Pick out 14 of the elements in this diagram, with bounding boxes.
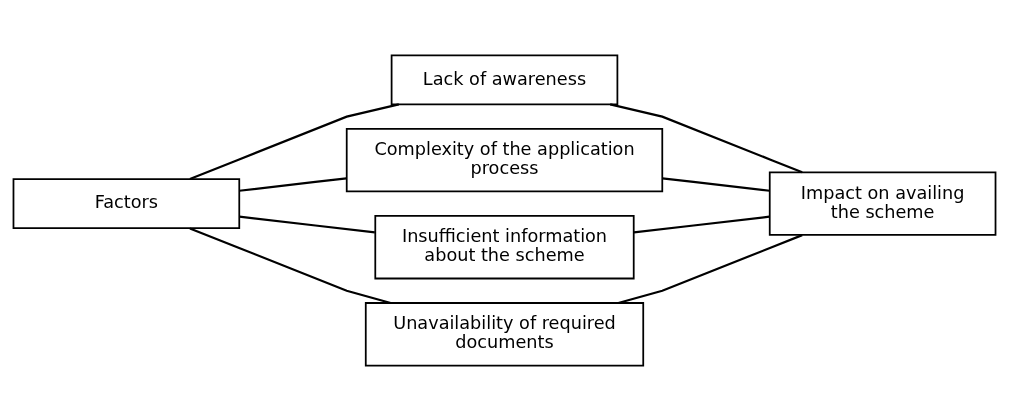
node-box: Insufficient information about the scheme: [374, 214, 635, 279]
connector: [239, 176, 347, 192]
node-box: Unavailability of required documents: [364, 301, 645, 366]
connector: [633, 215, 770, 233]
node-box: Lack of awareness: [390, 54, 619, 105]
connector: [609, 102, 803, 173]
connector: [618, 233, 803, 304]
node-box: Impact on availing the scheme: [768, 171, 997, 236]
connector: [662, 176, 770, 192]
connector: [239, 215, 375, 233]
connector: [189, 102, 400, 180]
node-box: Factors: [12, 177, 241, 229]
node-box: Complexity of the application process: [345, 127, 664, 192]
connector: [189, 226, 391, 304]
